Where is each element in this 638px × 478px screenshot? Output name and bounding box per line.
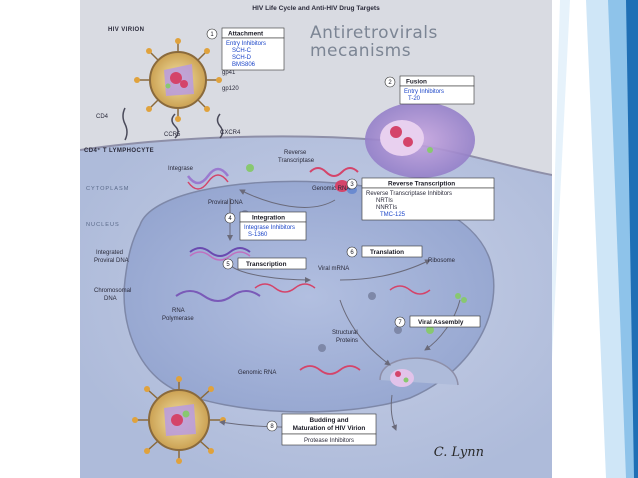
hiv-life-cycle-figure: HIV Life Cycle and Anti-HIV Drug Targets…	[80, 0, 552, 478]
step-6-title: Translation	[370, 249, 404, 256]
label-proviral-dna: Proviral DNA	[208, 200, 243, 206]
label-gp41: gp41	[222, 70, 236, 76]
step-1-drug-1: Entry Inhibitors	[226, 41, 266, 47]
step-2-title: Fusion	[406, 79, 427, 86]
label-chromosomal-2: DNA	[104, 296, 117, 302]
step-4-number: 4	[228, 216, 232, 222]
label-nucleus: NUCLEUS	[86, 222, 120, 228]
signature: C. Lynn	[434, 445, 484, 460]
step-4-drug-1: Integrase Inhibitors	[244, 225, 295, 231]
label-reverse-2: Transcriptase	[278, 158, 315, 164]
step-5-number: 5	[226, 262, 230, 268]
step-3-number: 3	[350, 182, 354, 188]
step-1-drug-2: SCH-C	[232, 48, 252, 54]
step-1-drug-4: BMS806	[232, 62, 256, 68]
step-1-title: Attachment	[228, 31, 264, 38]
step-5-title: Transcription	[246, 261, 287, 268]
step-fusion: 2 Fusion Entry Inhibitors T-20	[384, 75, 475, 105]
label-integrated-1: Integrated	[96, 250, 123, 256]
step-3-drug-2: NRTIs	[376, 198, 393, 204]
label-genomic-rna-bottom: Genomic RNA	[238, 370, 276, 376]
label-rna-pol-1: RNA	[172, 308, 185, 314]
step-8-title-1: Budding and	[309, 417, 348, 424]
label-ribosome: Ribosome	[428, 258, 456, 264]
step-4-drug-2: S-1360	[248, 232, 268, 238]
label-genomic-rna-top: Genomic RNA	[312, 186, 350, 192]
step-viral-assembly: 7 Viral Assembly	[394, 315, 481, 328]
deco-stripe-thin	[546, 0, 570, 478]
step-budding-maturation: 8 Budding and Maturation of HIV Virion P…	[266, 413, 377, 446]
slide-decoration	[546, 0, 638, 478]
headline-line2: mecanisms	[310, 41, 411, 61]
hiv-virion-bottom	[132, 376, 226, 464]
label-cxcr4: CXCR4	[220, 130, 241, 136]
step-6-number: 6	[350, 250, 354, 256]
label-chromosomal-1: Chromosomal	[94, 288, 131, 294]
label-ccr5: CCR5	[164, 132, 181, 138]
step-3-drug-4: TMC-125	[380, 212, 406, 218]
headline-line1: Antiretrovirals	[310, 23, 438, 43]
step-translation: 6 Translation	[346, 245, 423, 258]
deco-stripe-dark	[626, 0, 638, 478]
step-1-number: 1	[210, 32, 214, 38]
step-3-drug-3: NNRTIs	[376, 205, 397, 211]
step-transcription: 5 Transcription	[222, 257, 307, 270]
step-8-number: 8	[270, 424, 274, 430]
label-structural-2: Proteins	[336, 338, 358, 344]
step-1-drug-3: SCH-D	[232, 55, 252, 61]
label-cd4: CD4	[96, 114, 109, 120]
step-4-title: Integration	[252, 215, 285, 222]
step-7-number: 7	[398, 320, 402, 326]
figure-illustration: HIV Life Cycle and Anti-HIV Drug Targets…	[80, 5, 552, 478]
step-integration: 4 Integration Integrase Inhibitors S-136…	[224, 211, 307, 241]
label-integrated-2: Proviral DNA	[94, 258, 129, 264]
label-integrase: Integrase	[168, 166, 194, 172]
step-2-drug-1: Entry Inhibitors	[404, 89, 444, 95]
step-8-drug-1: Protease Inhibitors	[304, 438, 354, 444]
label-viral-mrna: Viral mRNA	[318, 266, 349, 272]
hiv-virion-top	[134, 38, 222, 122]
label-cytoplasm: CYTOPLASM	[86, 186, 129, 192]
label-cd4-lymphocyte: CD4⁺ T LYMPHOCYTE	[84, 147, 154, 154]
label-structural-1: Structural	[332, 330, 358, 336]
label-reverse-1: Reverse	[284, 150, 307, 156]
step-attachment: 1 Attachment Entry Inhibitors SCH-C SCH-…	[206, 27, 285, 71]
figure-title: HIV Life Cycle and Anti-HIV Drug Targets	[252, 5, 380, 12]
step-2-drug-2: T-20	[408, 96, 421, 102]
cell-membrane	[80, 135, 552, 176]
label-gp120: gp120	[222, 86, 239, 92]
step-3-drug-1: Reverse Transcriptase Inhibitors	[366, 191, 452, 197]
step-7-title: Viral Assembly	[418, 319, 464, 326]
label-hiv-virion: HIV VIRION	[108, 27, 144, 33]
step-3-title: Reverse Transcription	[388, 181, 455, 188]
label-rna-pol-2: Polymerase	[162, 316, 194, 322]
step-2-number: 2	[388, 80, 392, 86]
step-8-title-2: Maturation of HIV Virion	[293, 425, 366, 432]
step-reverse-transcription: 3 Reverse Transcription Reverse Transcri…	[346, 177, 495, 221]
fusing-capsid	[380, 120, 424, 156]
